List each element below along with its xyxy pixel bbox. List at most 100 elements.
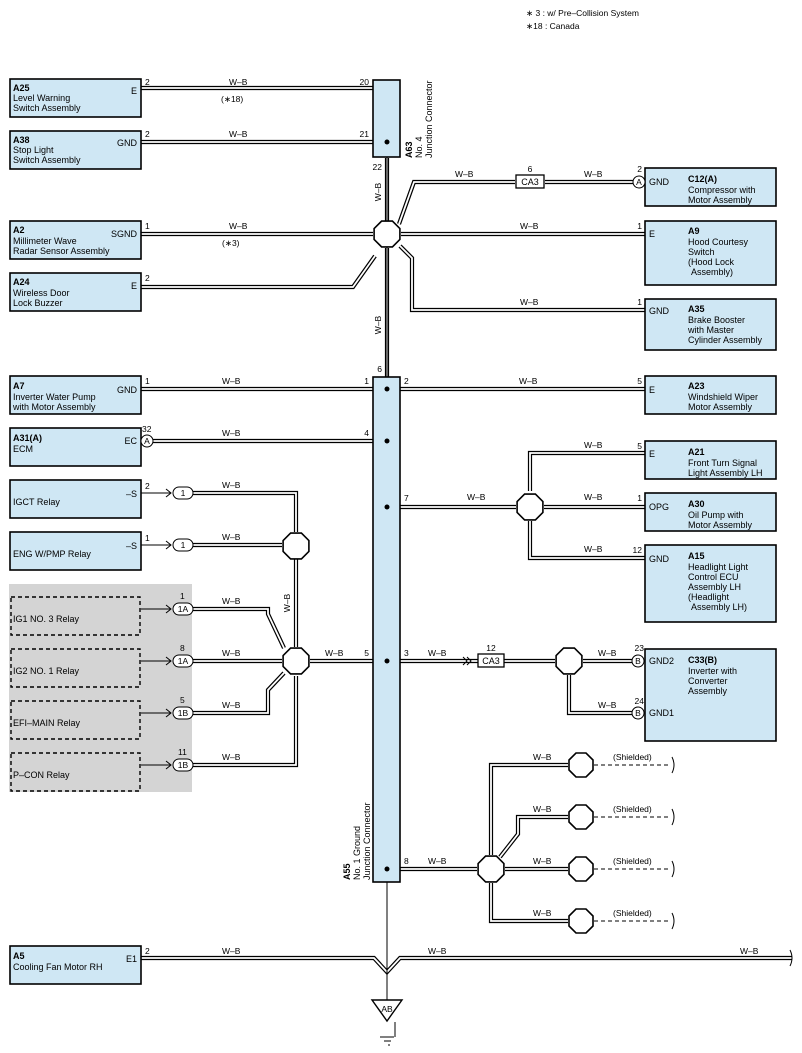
component-efi-main-relay — [10, 700, 141, 740]
a7-line1: Inverter Water Pump — [13, 392, 96, 402]
a21-line2: Light Assembly LH — [688, 468, 763, 478]
ground-symbol — [370, 999, 404, 1023]
a24-code: A24 — [13, 277, 30, 287]
c33-pin-letter-2: B — [635, 708, 641, 718]
a35-wire: W–B — [520, 297, 539, 307]
a2-wire: W–B — [229, 221, 248, 231]
lettered-pin-circles — [140, 175, 646, 720]
shield-label-2: (Shielded) — [613, 804, 652, 814]
component-a31 — [9, 427, 142, 467]
connector-ca3-top — [515, 174, 545, 189]
a35-line3: Cylinder Assembly — [688, 335, 763, 345]
pcon-pin: 11 — [178, 747, 187, 757]
a38-line2: Switch Assembly — [13, 155, 81, 165]
c33-wire: W–B — [428, 648, 447, 658]
a30-code: A30 — [688, 499, 705, 509]
arrow-icon — [462, 656, 472, 666]
ig2-name: IG2 NO. 1 Relay — [13, 666, 80, 676]
a25-wire: W–B — [229, 77, 248, 87]
a21-code: A21 — [688, 447, 705, 457]
junction-a63-label: A63 No. 4 Junction Connector — [404, 80, 434, 158]
relay-connector-pins — [172, 486, 194, 772]
a9-code: A9 — [688, 226, 700, 236]
a15-line2: Control ECU — [688, 572, 739, 582]
shield-wire-1: W–B — [533, 752, 552, 762]
a35-terminal: GND — [649, 306, 670, 316]
c33-line3: Assembly — [688, 686, 728, 696]
ig2-conn-label: 1A — [178, 656, 189, 666]
a25-terminal: E — [131, 86, 137, 96]
a38-wire: W–B — [229, 129, 248, 139]
a23-pin: 5 — [637, 376, 642, 386]
a5-pin: 2 — [145, 946, 150, 956]
c12-terminal: GND — [649, 177, 670, 187]
a31-junction-pin: 4 — [364, 428, 369, 438]
igct-terminal: –S — [126, 489, 137, 499]
igct-wire: W–B — [222, 480, 241, 490]
igct-pin: 2 — [145, 481, 150, 491]
junction-a63-bar — [372, 79, 401, 158]
eng-conn-label: 1 — [181, 540, 186, 550]
efi-wire: W–B — [222, 700, 241, 710]
a38-pin: 2 — [145, 129, 150, 139]
c33-pin-letter-1: B — [635, 656, 641, 666]
a30-wire: W–B — [584, 492, 603, 502]
a24-terminal: E — [131, 281, 137, 291]
component-ig2-relay — [10, 648, 141, 688]
a5-code: A5 — [13, 951, 25, 961]
a7-junction-pin: 1 — [364, 376, 369, 386]
a9-terminal: E — [649, 229, 655, 239]
note-pre-collision: ∗ 3 : w/ Pre–Collision System — [526, 8, 639, 18]
a9-line4: Assembly) — [691, 267, 733, 277]
a38-line1: Stop Light — [13, 145, 54, 155]
c33-junction-pin: 3 — [404, 648, 409, 658]
a23-code: A23 — [688, 381, 705, 391]
a63-wire-mid: W–B — [373, 315, 383, 334]
c33-wire2: W–B — [598, 648, 617, 658]
ig1-conn-label: 1A — [178, 604, 189, 614]
c12-line1: Compressor with — [688, 185, 756, 195]
a35-line2: with Master — [687, 325, 734, 335]
pcon-name: P–CON Relay — [13, 770, 70, 780]
ig2-wire: W–B — [222, 648, 241, 658]
a7-pin: 1 — [145, 376, 150, 386]
c33-line1: Inverter with — [688, 666, 737, 676]
component-pcon-relay — [10, 752, 141, 792]
a9-wire: W–B — [520, 221, 539, 231]
a30-terminal: OPG — [649, 502, 669, 512]
shield-wire-3: W–B — [533, 856, 552, 866]
c33-terminal2: GND1 — [649, 708, 674, 718]
junction-a55-label: A55 No. 1 Ground Junction Connector — [342, 802, 372, 880]
a15-pin: 12 — [633, 545, 643, 555]
pcon-wire: W–B — [222, 752, 241, 762]
shield-label-1: (Shielded) — [613, 752, 652, 762]
a25-line1: Level Warning — [13, 93, 70, 103]
a23-line2: Motor Assembly — [688, 402, 753, 412]
a63-wire-down: W–B — [373, 182, 383, 201]
shield-junction-pin: 8 — [404, 856, 409, 866]
eng-terminal: –S — [126, 541, 137, 551]
connector-ca3-mid — [477, 653, 505, 668]
a25-junction-pin: 20 — [360, 77, 370, 87]
pcon-conn-label: 1B — [178, 760, 189, 770]
shield-wire-2: W–B — [533, 804, 552, 814]
a23-junction-pin: 2 — [404, 376, 409, 386]
a21-pin: 5 — [637, 441, 642, 451]
a15-wire: W–B — [584, 544, 603, 554]
a35-code: A35 — [688, 304, 705, 314]
a15-code: A15 — [688, 551, 705, 561]
a5-terminal: E1 — [126, 954, 137, 964]
relay-block-area — [9, 584, 192, 792]
a30-pin: 1 — [637, 493, 642, 503]
ig2-pin: 8 — [180, 643, 185, 653]
ig2-junction-pin: 5 — [364, 648, 369, 658]
c12-wire2: W–B — [584, 169, 603, 179]
svg-text:No. 1 Ground: No. 1 Ground — [352, 826, 362, 880]
c12-pin-letter: A — [636, 177, 642, 187]
a31-pin-letter: A — [144, 436, 150, 446]
svg-text:A55: A55 — [342, 863, 352, 880]
shield-label-3: (Shielded) — [613, 856, 652, 866]
a24-line1: Wireless Door — [13, 288, 70, 298]
a30-junction-pin: 7 — [404, 493, 409, 503]
a9-line1: Hood Courtesy — [688, 237, 749, 247]
